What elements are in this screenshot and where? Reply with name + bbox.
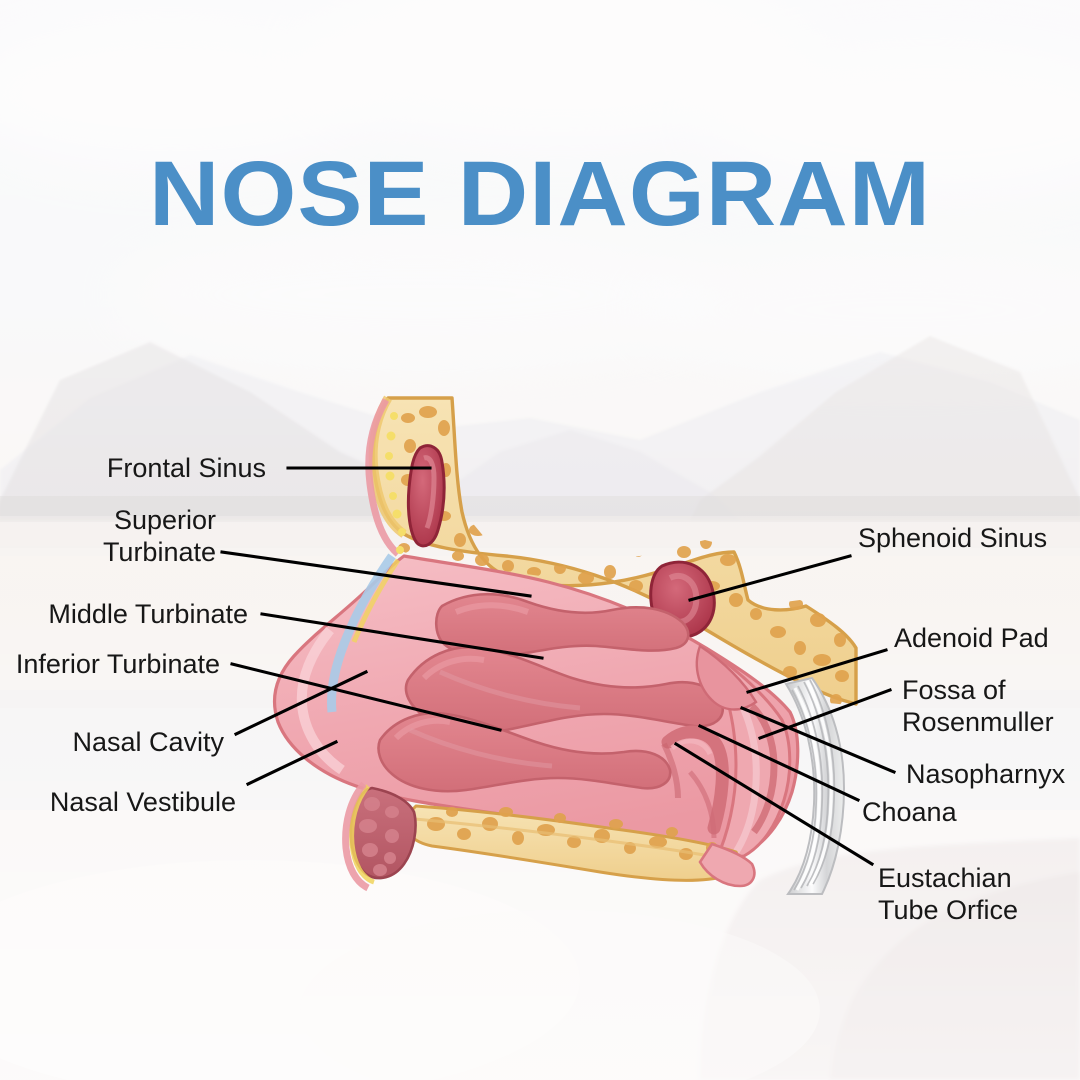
- leader-nasal-vestibule: [245, 739, 339, 787]
- leader-adenoid-pad: [746, 648, 888, 694]
- soft-palate: [698, 842, 756, 888]
- label-nasopharnyx: Nasopharnyx: [906, 759, 1066, 789]
- frontal-sinus-cavity: [406, 444, 446, 548]
- adenoid-pad: [695, 644, 758, 711]
- label-nasal-cavity: Nasal Cavity: [72, 727, 224, 757]
- anterior-vessel-blue: [327, 553, 396, 713]
- columella-erectile-tissue: [342, 781, 417, 892]
- fossa-of-rosenmuller: [749, 703, 778, 835]
- leader-lines: [220, 466, 897, 867]
- label-eustachian-tube-orfice: Eustachian Tube Orfice: [878, 863, 1019, 925]
- label-fossa-of-rosenmuller: Fossa of Rosenmuller: [902, 675, 1054, 737]
- leader-nasal-cavity: [233, 669, 369, 737]
- page-title: NOSE DIAGRAM: [148, 143, 932, 245]
- label-adenoid-pad: Adenoid Pad: [894, 623, 1049, 653]
- label-middle-turbinate: Middle Turbinate: [48, 599, 248, 629]
- label-sphenoid-sinus: Sphenoid Sinus: [858, 523, 1048, 553]
- choana-opening: [688, 770, 717, 839]
- label-nasal-vestibule: Nasal Vestibule: [49, 787, 236, 817]
- leader-middle-turbinate: [260, 612, 544, 660]
- leader-sphenoid-sinus: [688, 554, 852, 602]
- leader-eustachian-tube: [673, 741, 875, 867]
- pharyngeal-muscle-fibers: [784, 676, 846, 895]
- leader-inferior-turbinate: [230, 662, 502, 732]
- marrow-dots: [385, 412, 406, 554]
- label-inferior-turbinate: Inferior Turbinate: [15, 649, 220, 679]
- label-choana: Choana: [862, 797, 957, 827]
- inferior-turbinate: [377, 711, 672, 793]
- leader-superior-turbinate: [220, 550, 532, 598]
- leader-nasopharnyx: [739, 705, 897, 775]
- label-frontal-sinus: Frontal Sinus: [106, 453, 266, 483]
- label-superior-turbinate: Superior Turbinate: [102, 505, 216, 567]
- anterior-vessel-yellow: [351, 558, 401, 643]
- leader-fossa-of-rosenmuller: [758, 688, 892, 740]
- leader-choana: [697, 723, 861, 803]
